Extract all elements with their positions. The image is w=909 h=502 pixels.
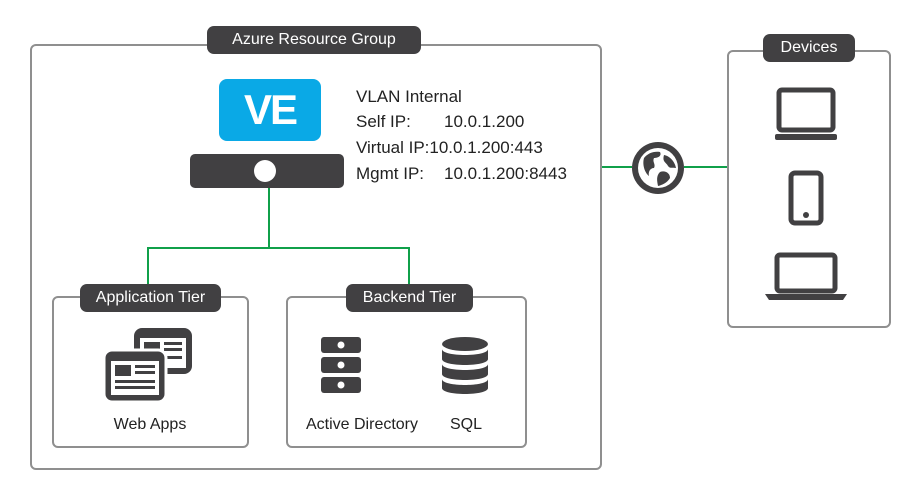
sql-label: SQL (449, 416, 482, 433)
connector-rg-globe (602, 166, 632, 168)
resource-group-title: Azure Resource Group (207, 26, 421, 54)
database-icon (442, 337, 488, 394)
virtual-ip-label: Virtual IP: (356, 138, 430, 157)
vlan-name: VLAN Internal (356, 87, 462, 106)
application-tier-title: Application Tier (80, 284, 221, 312)
self-ip-row: Self IP: 10.0.1.200 (356, 110, 524, 134)
laptop-icon (765, 252, 847, 300)
connector-horizontal (147, 247, 410, 249)
web-app-icon (102, 328, 192, 404)
mgmt-ip-label: Mgmt IP: (356, 164, 425, 183)
ve-appliance (190, 154, 344, 188)
connector-backend-tier (408, 247, 410, 287)
self-ip-value: 10.0.1.200 (444, 112, 525, 131)
connector-app-tier (147, 247, 149, 287)
self-ip-label: Self IP: (356, 112, 411, 131)
monitor-icon (775, 87, 837, 140)
connector-globe-devices (684, 166, 727, 168)
mgmt-ip-value: 10.0.1.200:8443 (444, 164, 567, 183)
devices-frame (727, 50, 891, 328)
virtual-ip-row: Virtual IP:10.0.1.200:443 (356, 136, 543, 160)
mgmt-ip-row: Mgmt IP: 10.0.1.200:8443 (356, 162, 567, 186)
ve-port (254, 160, 276, 182)
tablet-icon (788, 170, 824, 226)
backend-tier-title: Backend Tier (346, 284, 473, 312)
server-icon (321, 337, 361, 393)
globe-icon (632, 142, 684, 194)
web-apps-label: Web Apps (113, 416, 187, 433)
connector-ve-down (268, 188, 270, 248)
virtual-ip-value: 10.0.1.200:443 (429, 138, 543, 157)
vlan-label: VLAN Internal (356, 85, 462, 109)
ve-logo: VE (219, 79, 321, 141)
devices-title: Devices (763, 34, 855, 62)
active-directory-label: Active Directory (305, 416, 419, 433)
